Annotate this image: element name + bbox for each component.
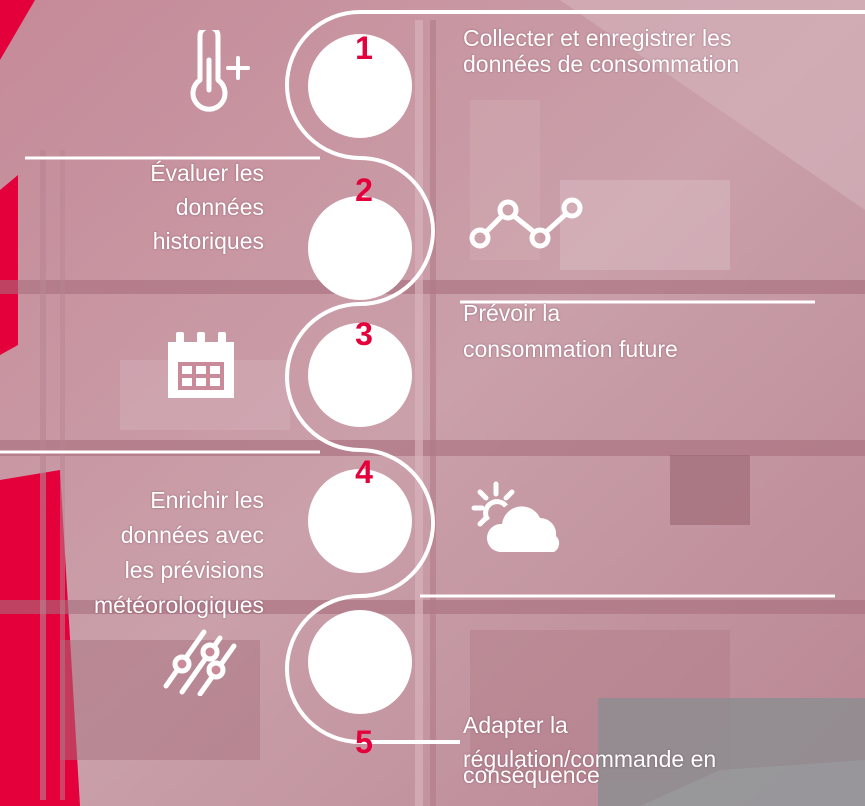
step-5-label: Adapter la régulation/commande en conséq…	[463, 712, 716, 788]
step-4-label-line: données avec	[120, 522, 264, 548]
trend-line-icon	[469, 197, 583, 249]
step-4-label-line: météorologiques	[93, 592, 264, 618]
step-1-circle	[308, 34, 412, 138]
step-1-number: 1	[355, 30, 373, 66]
step-3-label-line: consommation future	[463, 336, 678, 362]
step-2-label: Évaluer les données historiques	[60, 160, 264, 254]
sliders-icon	[163, 629, 237, 696]
step-1-label: Collecter et enregistrer les données de …	[463, 25, 739, 77]
sun-cloud-icon	[471, 481, 560, 552]
step-5-label-line: Adapter la	[463, 712, 568, 738]
step-3-label: Prévoir la consommation future	[463, 300, 678, 362]
step-2-label-line: Évaluer les	[150, 160, 264, 186]
step-5-label-line: régulation/commande en	[463, 746, 717, 772]
step-2-circle	[308, 196, 412, 300]
step-3-number: 3	[355, 316, 373, 352]
step-2-label-line: données	[175, 194, 264, 220]
step-5-label-line: conséquence	[463, 762, 600, 788]
step-3-circle	[308, 323, 412, 427]
step-3-label-line: Prévoir la	[463, 300, 561, 326]
step-2-number: 2	[355, 172, 373, 208]
laptop-screen-overlay	[598, 698, 865, 806]
step-5-circle	[308, 610, 412, 714]
step-4-label-line: Enrichir les	[150, 487, 264, 513]
step-2-label-line: historiques	[152, 228, 264, 254]
step-4-label: Enrichir les données avec les prévisions…	[0, 487, 264, 618]
step-4-circle	[308, 469, 412, 573]
step-5-number: 5	[355, 724, 373, 760]
calendar-icon	[168, 332, 234, 398]
step-4-number: 4	[355, 454, 373, 490]
step-4-label-line: les prévisions	[124, 557, 264, 583]
step-1-label-line: Collecter et enregistrer les	[463, 25, 732, 51]
step-1-label-line: données de consommation	[463, 51, 740, 77]
thermometer-plus-icon	[190, 30, 250, 112]
